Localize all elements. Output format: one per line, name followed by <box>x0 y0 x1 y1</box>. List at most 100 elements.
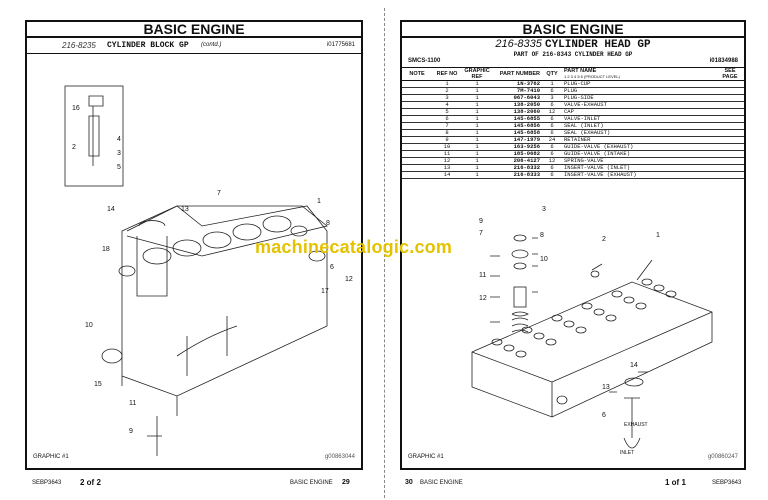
table-cell: 4 <box>432 101 462 109</box>
right-page: BASIC ENGINE 216-8335 CYLINDER HEAD GP P… <box>400 20 746 470</box>
callout-10: 10 <box>85 322 93 329</box>
table-cell <box>716 80 744 88</box>
right-footer-page-of: 1 of 1 <box>665 478 686 487</box>
left-doc-id: i01775681 <box>326 42 355 48</box>
table-cell <box>716 101 744 109</box>
table-cell: 12 <box>432 157 462 165</box>
callout-r12: 12 <box>479 295 487 302</box>
left-graphic-id: g00863044 <box>324 454 355 460</box>
table-cell <box>402 122 432 130</box>
right-part-of: PART OF 216-8343 CYLINDER HEAD GP <box>513 51 633 58</box>
table-cell <box>716 122 744 130</box>
right-footer-page: 30 <box>405 479 413 486</box>
table-cell: 6 <box>542 122 562 130</box>
right-footer-section: BASIC ENGINE <box>420 480 463 486</box>
table-cell: 6 <box>542 87 562 95</box>
table-cell: 138-2050 <box>492 101 542 109</box>
callout-11: 11 <box>129 400 137 407</box>
table-cell: 10 <box>432 143 462 151</box>
smcs-code: SMCS-1100 <box>408 58 441 64</box>
table-cell: 1 <box>462 143 492 151</box>
table-cell <box>402 143 432 151</box>
table-cell <box>402 157 432 165</box>
left-page: BASIC ENGINE 216-8235 CYLINDER BLOCK GP … <box>25 20 363 470</box>
col-ref: REF NO <box>432 67 462 81</box>
callout-r6: 6 <box>602 412 606 419</box>
table-cell: 6 <box>542 129 562 137</box>
table-cell: PLUG <box>562 87 716 95</box>
table-cell: 6 <box>542 143 562 151</box>
parts-table: NOTE REF NO GRAPHIC REF PART NUMBER QTY … <box>402 67 744 179</box>
col-note: NOTE <box>402 67 432 81</box>
valve-port <box>563 320 575 328</box>
table-cell <box>402 164 432 172</box>
valve-port <box>533 332 545 340</box>
valve-port <box>551 314 563 322</box>
right-graphic-label: GRAPHIC #1 <box>408 454 444 460</box>
callout-4: 4 <box>117 136 121 143</box>
table-cell <box>716 150 744 158</box>
table-cell: 6 <box>542 101 562 109</box>
left-title: CYLINDER BLOCK GP <box>107 41 189 50</box>
table-cell <box>402 108 432 116</box>
table-cell <box>716 129 744 137</box>
table-cell: 3 <box>542 94 562 102</box>
table-cell: PLUG-SIDE <box>562 94 716 102</box>
callout-17: 17 <box>321 288 329 295</box>
left-part-number: 216-8235 <box>62 41 96 50</box>
table-cell: 1 <box>462 157 492 165</box>
table-cell: 14 <box>432 171 462 179</box>
table-cell: 145-6858 <box>492 129 542 137</box>
table-cell <box>716 136 744 144</box>
cylinder-block-drawing <box>64 85 328 456</box>
table-cell <box>402 94 432 102</box>
valve-port <box>665 290 677 298</box>
table-cell <box>716 143 744 151</box>
table-cell: 1 <box>462 150 492 158</box>
col-see-page: SEE PAGE <box>716 67 744 81</box>
left-footer-doc: SEBP3643 <box>32 480 62 486</box>
right-part-number: 216-8335 <box>495 38 542 50</box>
right-doc-id: i01834988 <box>709 58 738 64</box>
table-cell: 147-1979 <box>492 136 542 144</box>
table-cell: VALVE-EXHAUST <box>562 101 716 109</box>
table-cell: 11 <box>432 150 462 158</box>
valve-port <box>623 296 635 304</box>
left-graphic-label: GRAPHIC #1 <box>33 454 69 460</box>
valve-port <box>491 338 503 346</box>
table-cell: 145-6856 <box>492 122 542 130</box>
table-cell: 6 <box>542 150 562 158</box>
valve-port <box>635 302 647 310</box>
callout-1: 1 <box>317 198 321 205</box>
table-cell <box>716 87 744 95</box>
callout-r13: 13 <box>602 384 610 391</box>
right-title-block: 216-8335 CYLINDER HEAD GP PART OF 216-83… <box>402 38 744 59</box>
left-contd: (contd.) <box>201 42 222 48</box>
table-cell: 185-0682 <box>492 150 542 158</box>
left-header: BASIC ENGINE <box>27 22 361 38</box>
table-cell <box>402 115 432 123</box>
callout-5: 5 <box>117 164 121 171</box>
callout-r9: 9 <box>479 218 483 225</box>
table-cell: 7 <box>432 122 462 130</box>
callout-7: 7 <box>217 190 221 197</box>
table-cell: 1 <box>542 80 562 88</box>
table-cell: 138-2060 <box>492 108 542 116</box>
left-title-row: 216-8235 CYLINDER BLOCK GP (contd.) i017… <box>27 38 361 54</box>
table-cell: GUIDE-VALVE (INTAKE) <box>562 150 716 158</box>
table-cell: 12 <box>542 108 562 116</box>
table-cell: 8 <box>432 129 462 137</box>
callout-6: 6 <box>330 264 334 271</box>
table-cell: 7M-7410 <box>492 87 542 95</box>
valve-port <box>605 314 617 322</box>
callout-r8: 8 <box>540 232 544 239</box>
